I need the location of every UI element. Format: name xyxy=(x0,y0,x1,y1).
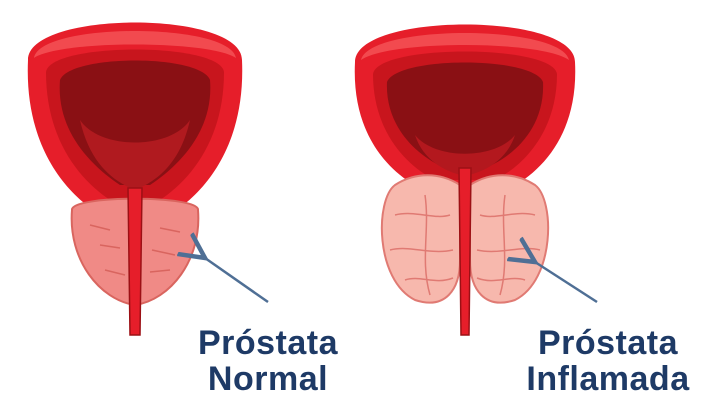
urethra-normal xyxy=(128,188,142,335)
inflamed-label-line1: Próstata xyxy=(508,326,708,362)
normal-prostate-label: Próstata Normal xyxy=(178,326,358,397)
normal-prostate-illustration xyxy=(10,0,260,340)
prostate-inflamed-left-lobe xyxy=(382,175,460,302)
inflamed-label-line2: Inflamada xyxy=(508,362,708,398)
normal-label-line2: Normal xyxy=(178,362,358,398)
inflamed-prostate-label: Próstata Inflamada xyxy=(508,326,708,397)
normal-label-line1: Próstata xyxy=(178,326,358,362)
urethra-inflamed xyxy=(459,168,471,335)
prostate-inflamed-right-lobe xyxy=(470,175,548,302)
inflamed-prostate-illustration xyxy=(335,0,595,340)
